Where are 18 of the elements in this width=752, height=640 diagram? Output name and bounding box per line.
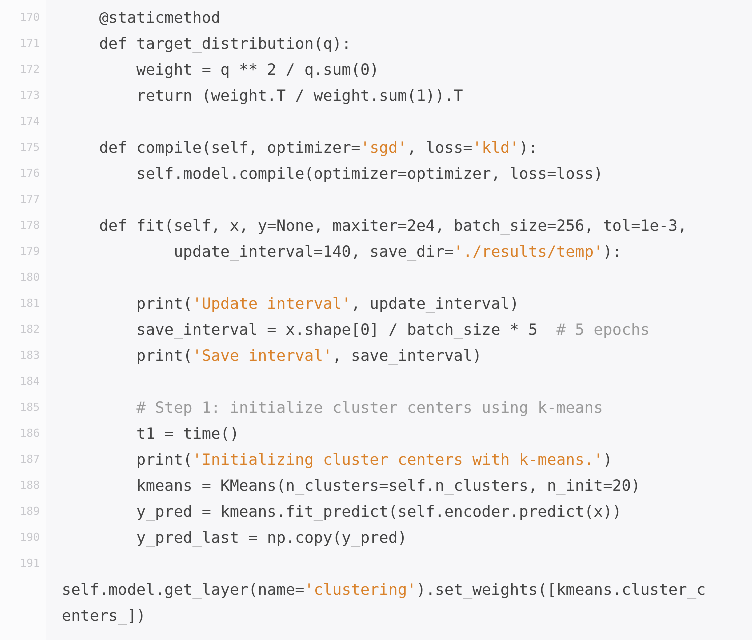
- code-line: update_interval=140, save_dir='./results/temp'):: [174, 242, 622, 263]
- code-line: y_pred_last = np.copy(y_pred): [136, 528, 408, 549]
- code-line: kmeans = KMeans(n_clusters=self.n_clusters, n_init=20): [136, 476, 641, 497]
- code-line: def target_distribution(q):: [99, 34, 352, 55]
- code-line: save_interval = x.shape[0] / batch_size * 5 # 5 epochs: [136, 320, 650, 341]
- code-line: print('Initializing cluster centers with k-means.'): [136, 450, 613, 471]
- code-line: print('Update interval', update_interval): [136, 294, 520, 315]
- code-line: @staticmethod: [99, 8, 221, 29]
- code-line: def fit(self, x, y=None, maxiter=2e4, batch_size=256, tol=1e-3,: [99, 216, 688, 237]
- code-line: weight = q ** 2 / q.sum(0): [136, 60, 380, 81]
- code-line: self.model.get_layer(name='clustering').set_weights([kmeans.cluster_centers_]): [62, 580, 707, 627]
- code-line: y_pred = kmeans.fit_predict(self.encoder.predict(x)): [136, 502, 622, 523]
- code-line: # Step 1: initialize cluster centers using k-means: [136, 398, 604, 419]
- code-line: return (weight.T / weight.sum(1)).T: [136, 86, 464, 107]
- code-line: print('Save interval', save_interval): [136, 346, 482, 367]
- code-line: self.model.compile(optimizer=optimizer, loss=loss): [136, 164, 604, 185]
- code-line: def compile(self, optimizer='sgd', loss='kld'):: [99, 138, 538, 159]
- code-line: t1 = time(): [136, 424, 240, 445]
